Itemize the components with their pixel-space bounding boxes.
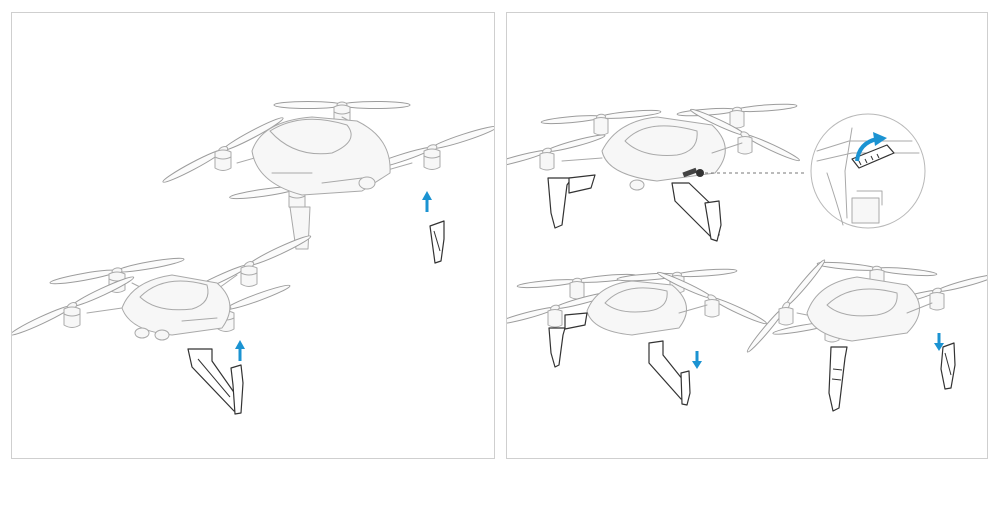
latch-indicator (682, 167, 807, 178)
zoom-circle-latch (810, 113, 926, 229)
removal-illustration (507, 102, 987, 412)
landing-gear-top-right (671, 182, 722, 242)
landing-gear-bottom-left-attached (548, 312, 588, 368)
landing-gear-bottom-left-detached (648, 340, 691, 406)
landing-gear-rear (429, 220, 445, 264)
drone-front (12, 232, 313, 341)
landing-gear-bottom-right-detached (940, 342, 956, 390)
drone-rear (160, 101, 494, 250)
drone-top (507, 102, 802, 191)
install-illustration (12, 101, 494, 415)
panel-left-install (11, 12, 495, 459)
landing-gear-top-left (547, 174, 596, 229)
landing-gear-bottom-right-attached (828, 346, 848, 412)
landing-gear-front (187, 348, 244, 415)
drone-bottom-right (744, 257, 987, 355)
drone-bottom-left (507, 267, 769, 336)
arrow-up-icon (235, 340, 245, 361)
arrow-up-icon (422, 191, 432, 212)
arrow-down-icon (934, 333, 944, 351)
arrow-down-icon (692, 351, 702, 369)
curved-arrow-icon (855, 132, 887, 162)
panel-right-remove (506, 12, 988, 459)
